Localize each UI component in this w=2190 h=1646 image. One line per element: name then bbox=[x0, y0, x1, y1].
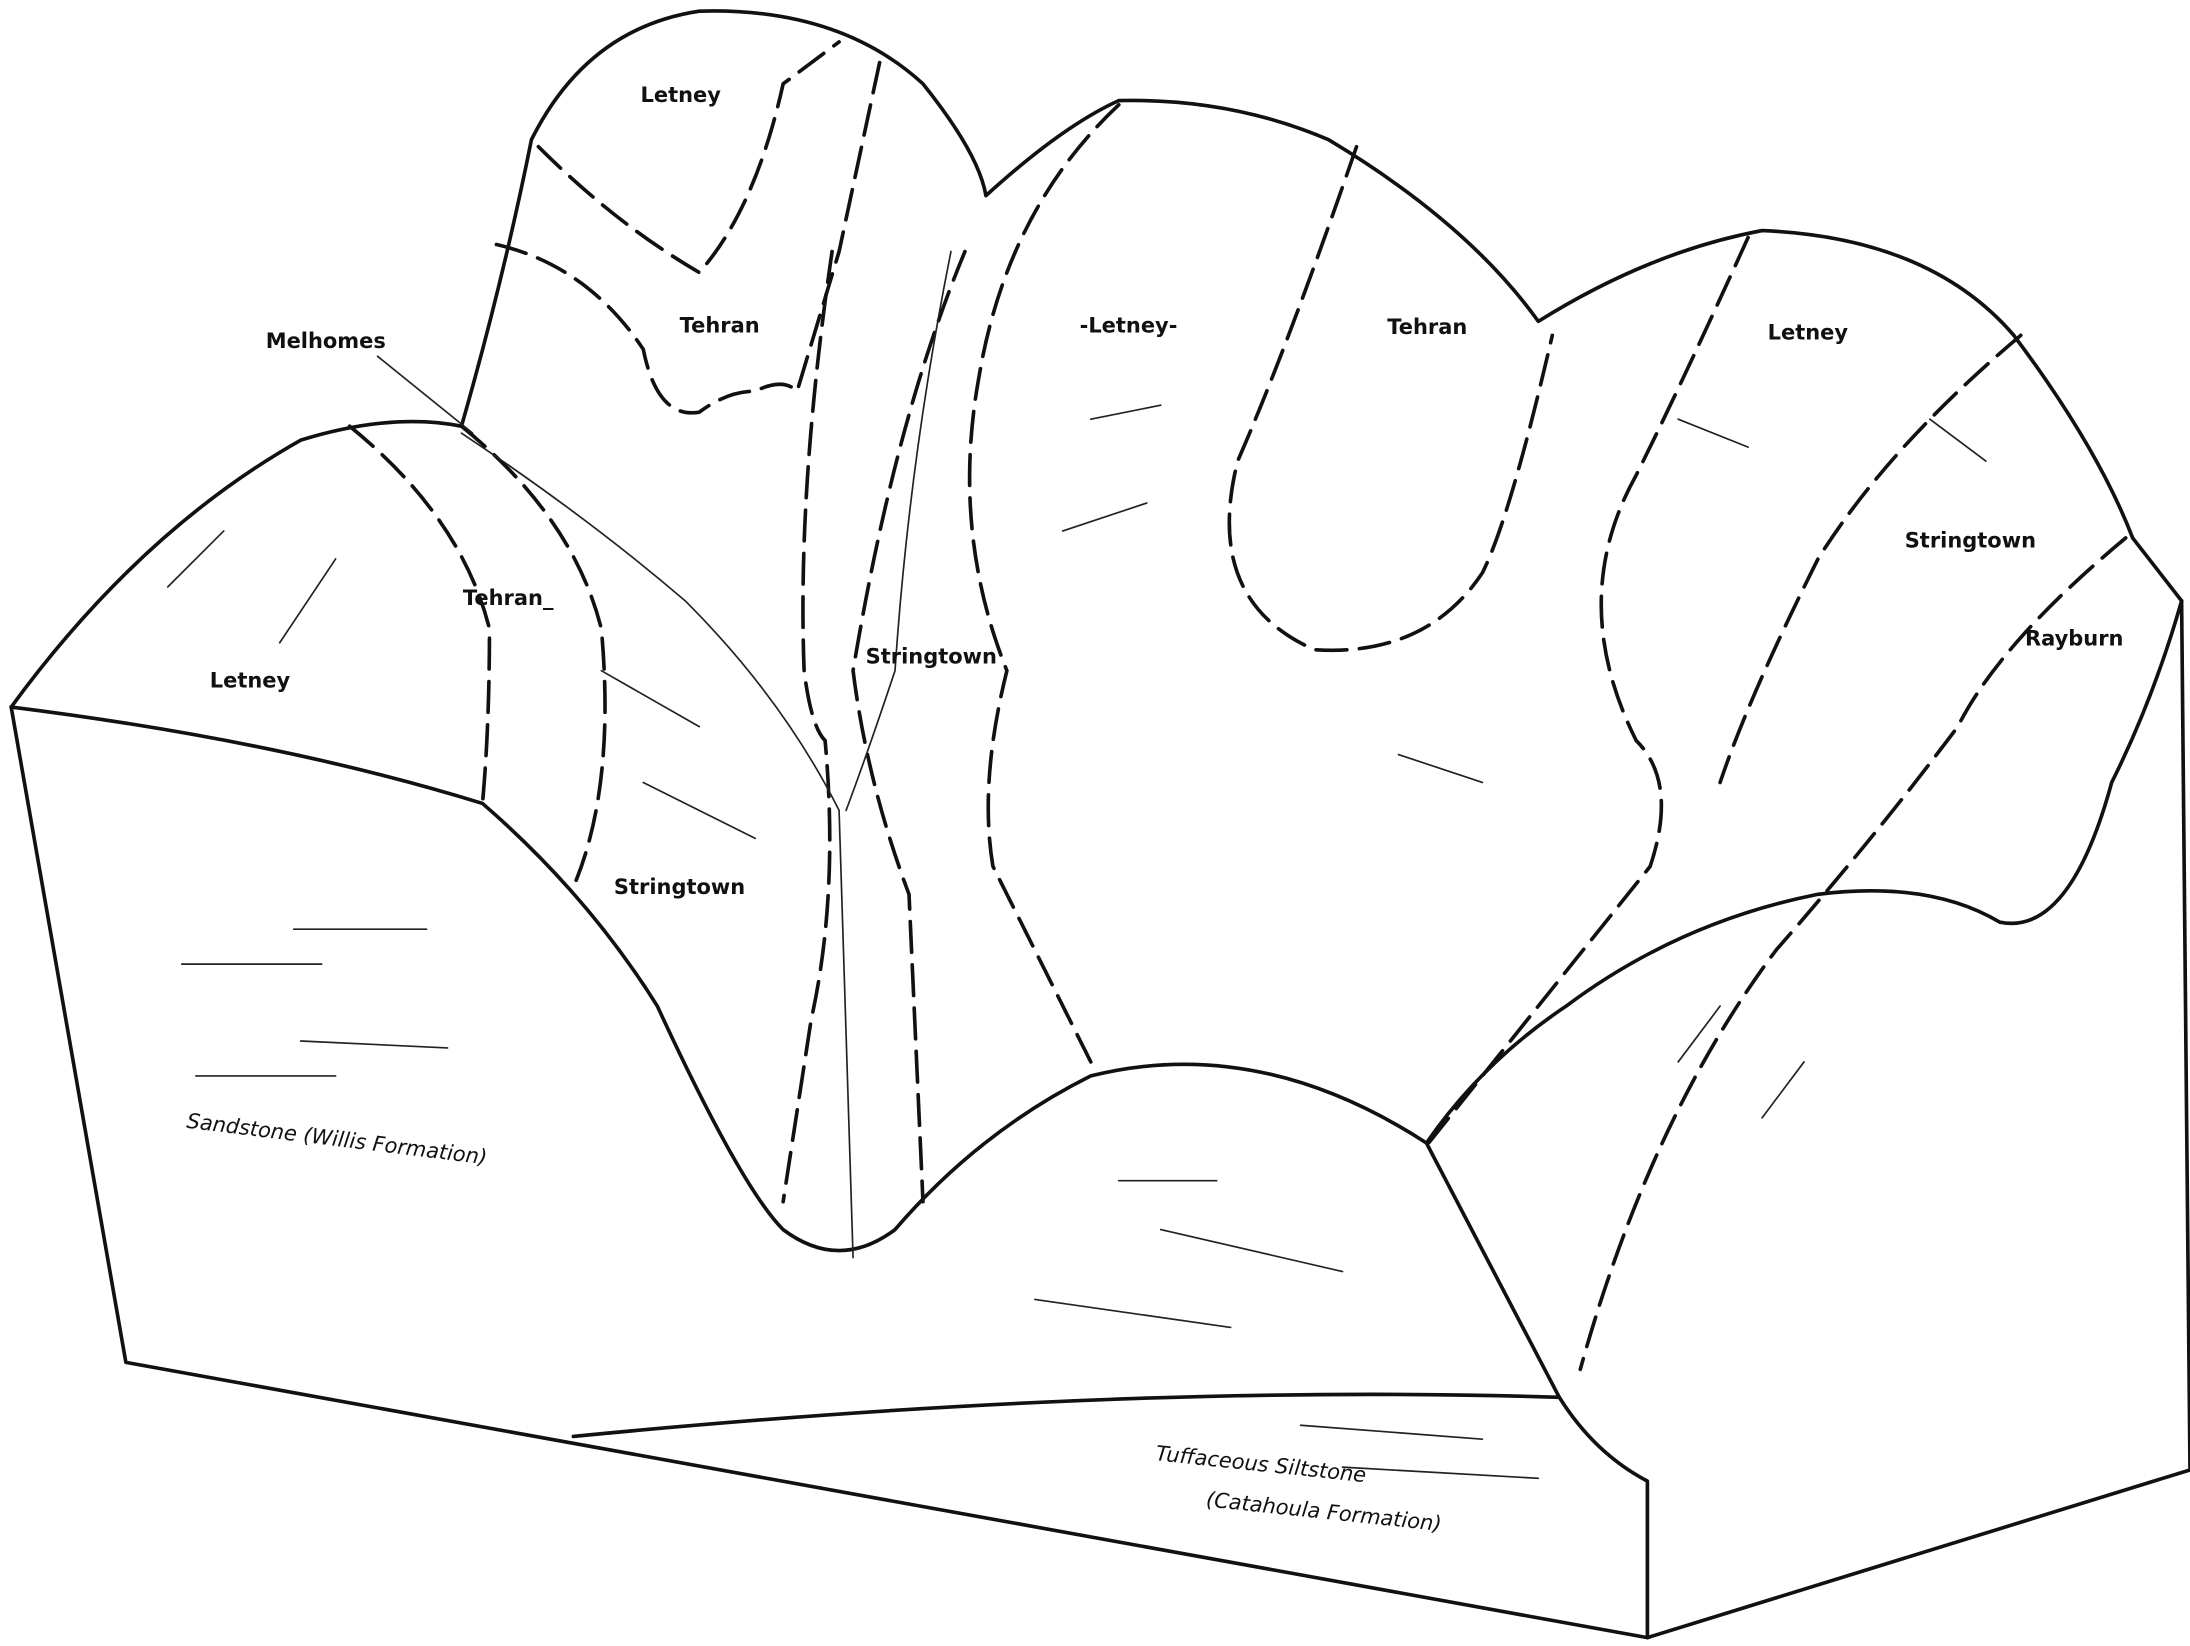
label-tehran-right: Tehran bbox=[1387, 315, 1467, 339]
label-tehran-upper: Tehran bbox=[680, 314, 760, 338]
block-outline bbox=[9, 9, 2190, 1640]
label-stringtown-left: Stringtown bbox=[614, 875, 745, 899]
label-stringtown-right: Stringtown bbox=[1905, 529, 2036, 553]
label-rayburn: Rayburn bbox=[2025, 627, 2123, 651]
hachure-lines bbox=[166, 250, 1987, 1480]
label-siltstone-line1: Tuffaceous Siltstone bbox=[1155, 1441, 1368, 1487]
label-letney-center: -Letney- bbox=[1080, 314, 1178, 338]
label-letney-left: Letney bbox=[210, 668, 291, 692]
label-sandstone: Sandstone (Willis Formation) bbox=[185, 1109, 488, 1170]
label-siltstone-line2: (Catahoula Formation) bbox=[1205, 1487, 1443, 1536]
melhomes-leader-line bbox=[376, 355, 474, 434]
soil-boundaries bbox=[347, 40, 2128, 1372]
label-melhomes: Melhomes bbox=[266, 329, 386, 353]
label-letney-top: Letney bbox=[640, 83, 721, 107]
soil-labels: Letney Tehran Melhomes -Letney- Tehran L… bbox=[210, 83, 2124, 899]
label-stringtown-center: Stringtown bbox=[866, 645, 997, 669]
label-letney-right: Letney bbox=[1768, 321, 1849, 345]
formation-labels: Sandstone (Willis Formation) Tuffaceous … bbox=[185, 1109, 1442, 1536]
label-tehran-left: Tehran_ bbox=[463, 586, 554, 610]
